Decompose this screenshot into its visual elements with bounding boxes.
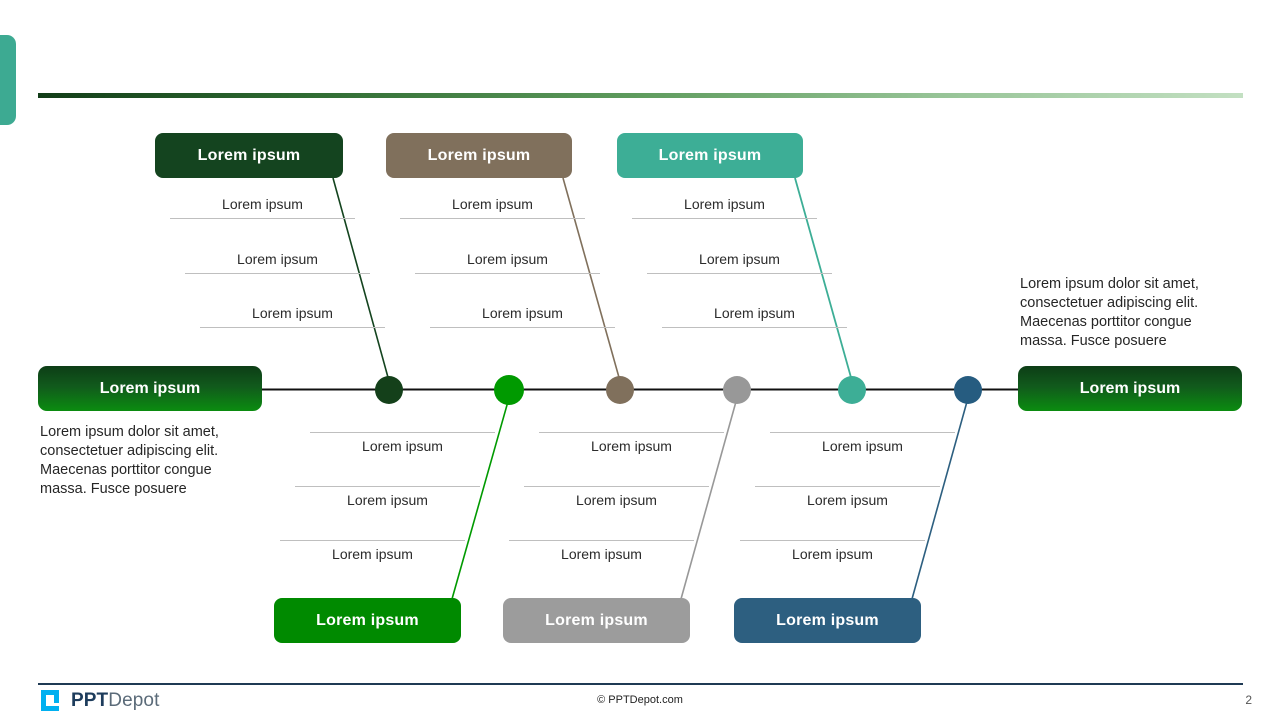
head-right-description: Lorem ipsum dolor sit amet, consectetuer… (1020, 276, 1199, 349)
head-box-right[interactable]: Lorem ipsum (1018, 366, 1242, 411)
subitem-top-3-1-text: Lorem ipsum (699, 251, 780, 267)
subitem-bottom-2-1: Lorem ipsum (524, 486, 709, 509)
node-bottom-2 (723, 376, 751, 404)
node-top-3 (838, 376, 866, 404)
subitem-top-3-2-text: Lorem ipsum (714, 305, 795, 321)
subitem-top-2-1: Lorem ipsum (415, 251, 600, 274)
subitem-bottom-3-1-text: Lorem ipsum (807, 492, 888, 508)
subitem-top-1-2-text: Lorem ipsum (252, 305, 333, 321)
footer-copyright: © PPTDepot.com (597, 694, 683, 706)
subitem-bottom-3-2: Lorem ipsum (740, 540, 925, 563)
subitem-bottom-1-0-rule (310, 432, 495, 433)
connector-bottom-1 (451, 397, 510, 600)
head-box-right-label: Lorem ipsum (1079, 379, 1181, 397)
subitem-top-2-1-text: Lorem ipsum (467, 251, 548, 267)
connector-top-1 (332, 177, 390, 382)
subitem-bottom-2-2-rule (509, 540, 694, 541)
subitem-top-3-0-rule (632, 218, 817, 219)
subitem-top-3-2-rule (662, 327, 847, 328)
pptdepot-logo[interactable]: PPTDepot (40, 689, 159, 713)
subitem-bottom-1-2: Lorem ipsum (280, 540, 465, 563)
subitem-top-2-2-rule (430, 327, 615, 328)
connector-bottom-3 (911, 397, 969, 600)
head-box-left-label: Lorem ipsum (99, 379, 201, 397)
subitem-bottom-2-2-text: Lorem ipsum (561, 546, 642, 562)
subitem-top-1-1-rule (185, 273, 370, 274)
subitem-bottom-3-1-rule (755, 486, 940, 487)
subitem-top-3-1-rule (647, 273, 832, 274)
subitem-top-2-2: Lorem ipsum (430, 305, 615, 328)
subitem-bottom-2-0-text: Lorem ipsum (591, 438, 672, 454)
head-box-left[interactable]: Lorem ipsum (38, 366, 262, 411)
node-bottom-1 (494, 375, 524, 405)
subitem-top-2-0-text: Lorem ipsum (452, 196, 533, 212)
head-left-description: Lorem ipsum dolor sit amet, consectetuer… (40, 424, 219, 497)
subitem-bottom-3-2-text: Lorem ipsum (792, 546, 873, 562)
pptdepot-logo-text: PPTDepot (71, 690, 159, 712)
branch-box-top-2[interactable]: Lorem ipsum (386, 133, 572, 178)
branch-box-top-3-label: Lorem ipsum (658, 146, 762, 164)
subitem-top-1-0-rule (170, 218, 355, 219)
subitem-bottom-3-0-text: Lorem ipsum (822, 438, 903, 454)
pptdepot-logo-icon (40, 689, 64, 713)
subitem-top-1-1-text: Lorem ipsum (237, 251, 318, 267)
subitem-top-1-0: Lorem ipsum (170, 196, 355, 219)
subitem-bottom-3-2-rule (740, 540, 925, 541)
subitem-bottom-3-0: Lorem ipsum (770, 432, 955, 455)
subitem-top-2-0: Lorem ipsum (400, 196, 585, 219)
subitem-top-3-0-text: Lorem ipsum (684, 196, 765, 212)
subitem-bottom-1-1: Lorem ipsum (295, 486, 480, 509)
subitem-top-2-2-text: Lorem ipsum (482, 305, 563, 321)
subitem-bottom-1-0: Lorem ipsum (310, 432, 495, 455)
subitem-top-1-2-rule (200, 327, 385, 328)
subitem-bottom-1-2-rule (280, 540, 465, 541)
page-number: 2 (1245, 693, 1252, 707)
subitem-top-1-1: Lorem ipsum (185, 251, 370, 274)
subitem-bottom-1-0-text: Lorem ipsum (362, 438, 443, 454)
branch-box-bottom-2-label: Lorem ipsum (545, 611, 648, 629)
node-top-2 (606, 376, 634, 404)
branch-box-top-1-label: Lorem ipsum (197, 146, 301, 164)
subitem-bottom-3-1: Lorem ipsum (755, 486, 940, 509)
logo-bold: PPT (71, 690, 109, 711)
subitem-top-2-1-rule (415, 273, 600, 274)
subitem-top-3-0: Lorem ipsum (632, 196, 817, 219)
branch-box-bottom-1[interactable]: Lorem ipsum (274, 598, 461, 643)
subitem-bottom-1-1-rule (295, 486, 480, 487)
subitem-bottom-2-0-rule (539, 432, 724, 433)
header-gradient-rule (38, 93, 1243, 98)
subitem-top-1-0-text: Lorem ipsum (222, 196, 303, 212)
subitem-top-3-1: Lorem ipsum (647, 251, 832, 274)
subitem-bottom-2-1-text: Lorem ipsum (576, 492, 657, 508)
subitem-bottom-3-0-rule (770, 432, 955, 433)
subitem-bottom-1-2-text: Lorem ipsum (332, 546, 413, 562)
left-accent-tab (0, 35, 16, 125)
branch-box-bottom-2[interactable]: Lorem ipsum (503, 598, 690, 643)
subitem-top-3-2: Lorem ipsum (662, 305, 847, 328)
branch-box-bottom-3-label: Lorem ipsum (776, 611, 879, 629)
connector-bottom-2 (680, 397, 738, 600)
branch-box-top-2-label: Lorem ipsum (427, 146, 531, 164)
connector-top-2 (562, 177, 621, 382)
footer-divider (38, 683, 1243, 685)
branch-box-bottom-3[interactable]: Lorem ipsum (734, 598, 921, 643)
branch-box-bottom-1-label: Lorem ipsum (316, 611, 419, 629)
branch-box-top-1[interactable]: Lorem ipsum (155, 133, 343, 178)
node-top-1 (375, 376, 403, 404)
branch-box-top-3[interactable]: Lorem ipsum (617, 133, 803, 178)
logo-light: Depot (108, 690, 160, 711)
subitem-top-2-0-rule (400, 218, 585, 219)
node-bottom-3 (954, 376, 982, 404)
subitem-bottom-1-1-text: Lorem ipsum (347, 492, 428, 508)
subitem-top-1-2: Lorem ipsum (200, 305, 385, 328)
subitem-bottom-2-1-rule (524, 486, 709, 487)
subitem-bottom-2-2: Lorem ipsum (509, 540, 694, 563)
subitem-bottom-2-0: Lorem ipsum (539, 432, 724, 455)
connector-top-3 (794, 177, 853, 382)
